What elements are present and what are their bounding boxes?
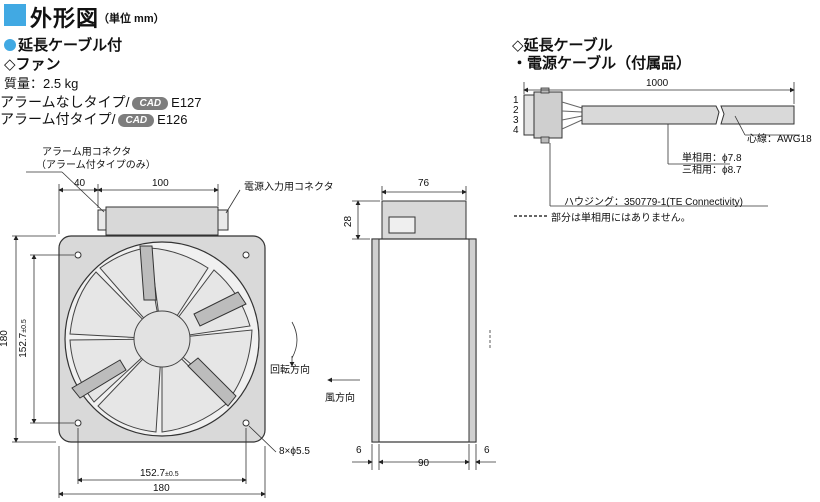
pin-4: 4 bbox=[513, 125, 519, 136]
power-connector-label: 電源入力用コネクタ bbox=[244, 182, 334, 193]
three-phase-label: 三相用：ϕ8.7 bbox=[682, 165, 742, 176]
dim-180-vertical: 180 bbox=[0, 330, 10, 347]
dim-6-right: 6 bbox=[484, 445, 490, 456]
dim-152-horizontal: 152.7±0.5 bbox=[140, 468, 179, 479]
no-alarm-code[interactable]: E127 bbox=[171, 95, 202, 110]
alarm-connector-label: アラーム用コネクタ bbox=[42, 147, 132, 158]
dim-tolerance: ±0.5 bbox=[165, 471, 179, 478]
dim-152-vertical: 152.7±0.5 bbox=[18, 319, 29, 358]
dim-40: 40 bbox=[74, 178, 86, 189]
pin-2: 2 bbox=[513, 105, 519, 116]
single-phase-label: 単相用：ϕ7.8 bbox=[682, 153, 742, 164]
housing-label: ハウジング：350779-1(TE Connectivity) bbox=[564, 197, 743, 208]
section-extension-cable: 延長ケーブル付 bbox=[4, 34, 122, 55]
fan-side-view bbox=[371, 200, 477, 443]
title-marker bbox=[4, 4, 26, 26]
dim-152-horizontal-value: 152.7 bbox=[140, 468, 166, 479]
pin-1: 1 bbox=[513, 95, 519, 106]
dim-90: 90 bbox=[418, 458, 430, 469]
alarm-label: アラーム付タイプ/ bbox=[0, 111, 116, 127]
alarm-code[interactable]: E126 bbox=[157, 112, 188, 127]
cable-heading: ◇延長ケーブル bbox=[512, 37, 613, 54]
cad-badge[interactable]: CAD bbox=[132, 97, 169, 110]
cad-badge[interactable]: CAD bbox=[118, 114, 155, 127]
dim-76: 76 bbox=[418, 178, 430, 189]
dim-180-horizontal: 180 bbox=[153, 483, 170, 494]
holes-label: 8×ϕ5.5 bbox=[279, 446, 310, 457]
rotation-label: 回転方向 bbox=[270, 365, 310, 376]
bullet-icon bbox=[4, 39, 16, 51]
dim-tolerance: ±0.5 bbox=[20, 319, 28, 333]
cable-length: 1000 bbox=[646, 78, 669, 89]
side-dimensions bbox=[327, 186, 496, 470]
section-label: 延長ケーブル付 bbox=[18, 37, 123, 54]
fan-front-view bbox=[58, 206, 266, 443]
pin-3: 3 bbox=[513, 115, 519, 126]
front-dimensions bbox=[12, 171, 298, 498]
core-label: 心線：AWG18 bbox=[747, 134, 812, 145]
fan-heading: ◇ファン bbox=[4, 56, 61, 73]
unit-label: （単位 mm） bbox=[98, 13, 165, 25]
dim-100: 100 bbox=[152, 178, 169, 189]
cable-dimensions bbox=[514, 82, 800, 217]
no-alarm-label: アラームなしタイプ/ bbox=[0, 94, 130, 110]
note-label: 部分は単相用にはありません。 bbox=[551, 213, 691, 224]
power-cable-heading: ・電源ケーブル（付属品） bbox=[512, 55, 692, 72]
dim-152-vertical-value: 152.7 bbox=[17, 332, 29, 358]
page-title: 外形図 bbox=[30, 6, 100, 31]
mass-text: 質量：2.5 kg bbox=[4, 76, 79, 91]
wind-label: 風方向 bbox=[325, 393, 355, 404]
alarm-connector-note: （アラーム付タイプのみ） bbox=[36, 160, 156, 171]
dim-6-left: 6 bbox=[356, 445, 362, 456]
dim-28: 28 bbox=[343, 215, 355, 228]
